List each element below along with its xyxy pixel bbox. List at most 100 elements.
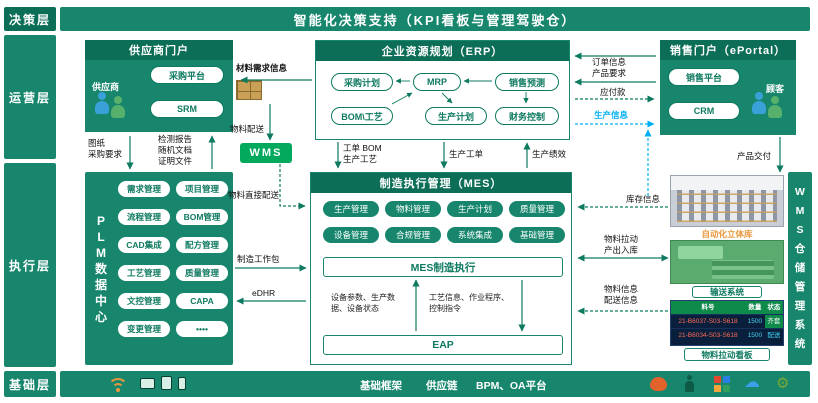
kanban-part-no: 21-B6034-S03-S618 [671, 328, 745, 342]
flow-payable: 应付款 [600, 87, 626, 97]
mes-module[interactable]: 系统集成 [447, 227, 503, 243]
customer-avatar-icon [752, 92, 766, 116]
flow-material-demand: 材料需求信息 [236, 63, 288, 73]
plm-item[interactable]: BOM管理 [176, 209, 228, 225]
layer-foundation-label: 基础层 [8, 377, 51, 392]
flow-delivery: 产品交付 [737, 151, 772, 161]
layer-execution-label: 执行层 [8, 258, 51, 273]
flow-material-info: 物料信息 配送信息 [604, 284, 639, 305]
ai-brain-icon [650, 377, 667, 391]
kanban-row: 21-B6034-S03-S618 1500 配送 [671, 328, 783, 342]
erp-sales-forecast-button[interactable]: 销售预测 [495, 73, 559, 91]
mes-note-left: 设备参数、生产数 据、设备状态 [331, 293, 395, 313]
sales-portal: 销售门户（ePortal） 销售平台 CRM 顾客 [660, 40, 796, 135]
wms-box: WMS [240, 143, 292, 163]
plm-item[interactable]: 文控管理 [118, 293, 170, 309]
phone-icon [178, 377, 186, 390]
mes-module[interactable]: 合规管理 [385, 227, 441, 243]
kanban-qty: 1500 [744, 314, 765, 329]
plm-item[interactable]: 变更管理 [118, 321, 170, 337]
flow-edhr: eDHR [252, 288, 276, 298]
mes-module[interactable]: 基础管理 [509, 227, 565, 243]
kanban-header: 状态 [764, 301, 783, 315]
warehouse-image-label: 自动化立体库 [701, 229, 753, 239]
supplier-avatar-icon [111, 96, 125, 120]
conveyor-image-label: 输送系统 [692, 286, 762, 298]
flow-inventory: 库存信息 [626, 194, 661, 204]
material-pallet-icon [236, 80, 262, 100]
mes-module[interactable]: 设备管理 [323, 227, 379, 243]
kanban-table: 料号 数量 状态 21-B6037-S03-S618 1500 齐套 21-B6… [671, 301, 783, 342]
supplier-portal: 供应商门户 采购平台 SRM 供应商 [85, 40, 233, 132]
mes-module[interactable]: 物料管理 [385, 201, 441, 217]
supplier-portal-header: 供应商门户 [85, 40, 233, 60]
erp-panel: 企业资源规划（ERP） 采购计划 MRP 销售预测 BOM\工艺 生产计划 财务… [315, 40, 570, 140]
plm-item-more[interactable]: •••• [176, 321, 228, 337]
supplier-portal-title: 供应商门户 [129, 45, 189, 57]
kanban-status: 配送 [764, 328, 783, 342]
sales-portal-header: 销售门户（ePortal） [660, 40, 796, 60]
flow-prod-order: 生产工单 [449, 149, 484, 159]
plm-item[interactable]: 需求管理 [118, 181, 170, 197]
mes-panel: 制造执行管理（MES） 生产管理 物料管理 生产计划 质量管理 设备管理 合规管… [310, 172, 572, 365]
monitor-icon [140, 378, 155, 389]
supplier-avatar-icon [95, 92, 109, 116]
mes-execution-bar: MES制造执行 [323, 257, 563, 277]
sales-platform-button[interactable]: 销售平台 [668, 68, 740, 86]
flow-order-info: 订单信息 产品要求 [592, 57, 627, 78]
conveyor-system-image [670, 240, 784, 284]
crm-button[interactable]: CRM [668, 102, 740, 120]
kanban-status: 齐套 [764, 314, 783, 329]
mes-module[interactable]: 质量管理 [509, 201, 565, 217]
kanban-image-label: 物料拉动看板 [684, 348, 770, 361]
flow-work-bom: 工单 BOM 生产工艺 [343, 143, 382, 164]
flow-material-pull: 物料拉动 产出入库 [604, 234, 639, 255]
mes-note-right: 工艺信息、作业程序、 控制指令 [429, 293, 509, 313]
flow-direct-delivery: 物料直接配送 [228, 190, 280, 200]
erp-production-plan-button[interactable]: 生产计划 [425, 107, 487, 125]
kanban-row: 21-B6037-S03-S618 1500 齐套 [671, 314, 783, 329]
srm-button[interactable]: SRM [150, 100, 224, 118]
flow-drawing: 图纸 采购要求 [88, 138, 123, 159]
customer-avatar-icon [768, 96, 782, 120]
apps-grid-icon [714, 376, 730, 392]
layer-operation-label: 运营层 [8, 90, 51, 105]
cloud-icon [744, 374, 760, 392]
mes-module[interactable]: 生产计划 [447, 201, 503, 217]
kanban-header: 料号 [671, 301, 745, 315]
plm-item[interactable]: 流程管理 [118, 209, 170, 225]
supplier-actor-label: 供应商 [92, 82, 120, 92]
flow-prod-info: 生产信息 [594, 110, 629, 120]
decision-banner-title: 智能化决策支持（KPI看板与管理驾驶仓） [293, 12, 577, 28]
erp-header: 企业资源规划（ERP） [316, 41, 569, 61]
plm-item[interactable]: 项目管理 [176, 181, 228, 197]
eap-bar: EAP [323, 335, 563, 355]
foundation-framework-label: 基础框架 [360, 380, 402, 392]
flow-reports: 检测报告 随机文档 证明文件 [158, 134, 193, 166]
gear-icon [776, 375, 789, 393]
kanban-part-no: 21-B6037-S03-S618 [671, 314, 745, 329]
purchase-platform-button[interactable]: 采购平台 [150, 66, 224, 84]
erp-mrp-button[interactable]: MRP [413, 73, 461, 91]
plm-item[interactable]: 质量管理 [176, 265, 228, 281]
mes-module[interactable]: 生产管理 [323, 201, 379, 217]
plm-item[interactable]: 配方管理 [176, 237, 228, 253]
flow-mfg-package: 制造工作包 [237, 254, 280, 264]
automated-warehouse-image [670, 175, 784, 227]
kanban-qty: 1500 [744, 328, 765, 342]
erp-bom-button[interactable]: BOM\工艺 [331, 107, 393, 125]
layer-execution: 执行层 [4, 163, 56, 367]
plm-item[interactable]: 工艺管理 [118, 265, 170, 281]
erp-purchase-plan-button[interactable]: 采购计划 [331, 73, 393, 91]
customer-actor-label: 顾客 [766, 84, 785, 94]
flow-material-delivery: 物料配送 [230, 124, 265, 134]
plm-item[interactable]: CAD集成 [118, 237, 170, 253]
layer-decision-label: 决策层 [8, 12, 51, 27]
erp-finance-button[interactable]: 财务控制 [495, 107, 559, 125]
mes-title: 制造执行管理（MES） [379, 178, 503, 190]
wifi-icon [108, 377, 128, 392]
layer-foundation: 基础层 [4, 371, 56, 397]
person-icon [684, 375, 695, 393]
plm-item[interactable]: CAPA [176, 293, 228, 309]
